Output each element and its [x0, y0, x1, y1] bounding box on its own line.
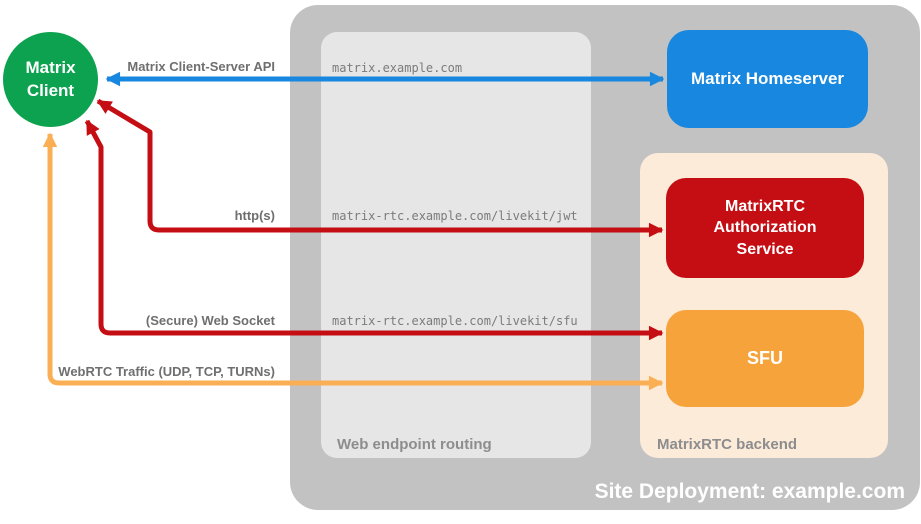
https-arrow-label: http(s) [234, 208, 275, 223]
matrix-client-node: Matrix Client [3, 32, 98, 127]
sfu-label: SFU [747, 348, 783, 368]
matrix-homeserver-label: Matrix Homeserver [690, 69, 845, 88]
webrtc-traffic-arrow-label: WebRTC Traffic (UDP, TCP, TURNs) [58, 364, 275, 379]
web-endpoint-routing-caption: Web endpoint routing [337, 436, 492, 453]
client-server-api-arrow-label: Matrix Client-Server API [127, 59, 275, 74]
web-endpoint-routing-box [321, 32, 591, 458]
endpoint-livekit-jwt: matrix-rtc.example.com/livekit/jwt [332, 209, 578, 223]
endpoint-matrix-example-com: matrix.example.com [332, 61, 463, 75]
matrix-client-label: Matrix Client [25, 58, 76, 100]
matrix-homeserver-node: Matrix Homeserver [667, 30, 868, 128]
secure-web-socket-arrow-label: (Secure) Web Socket [145, 313, 275, 328]
matrixrtc-authorization-service-label: MatrixRTC Authorization Service [713, 197, 817, 258]
matrixrtc-authorization-service-node: MatrixRTC Authorization Service [666, 178, 864, 278]
endpoint-livekit-sfu: matrix-rtc.example.com/livekit/sfu [332, 314, 578, 328]
matrixrtc-backend-caption: MatrixRTC backend [657, 436, 798, 453]
site-deployment-caption: Site Deployment: example.com [594, 480, 905, 503]
sfu-node: SFU [666, 310, 864, 407]
